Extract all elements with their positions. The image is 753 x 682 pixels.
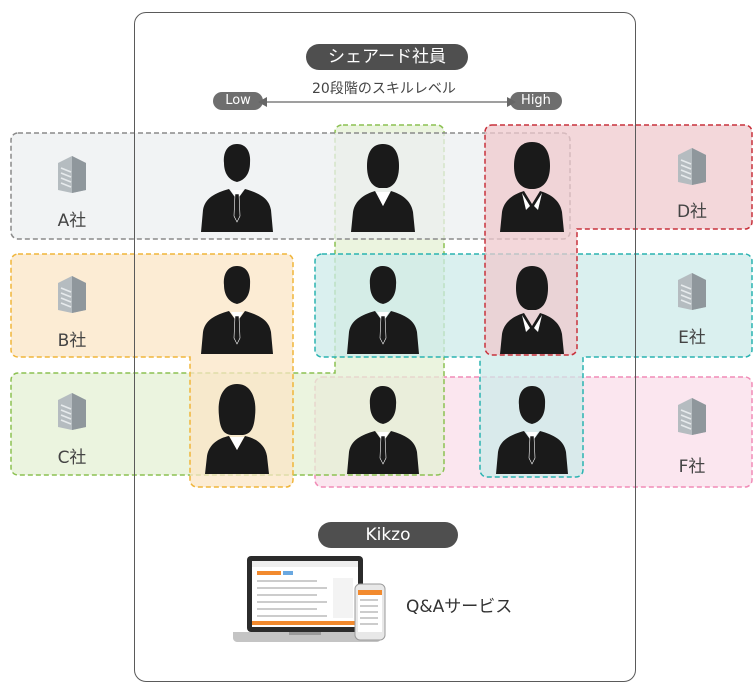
company-label-c: C社 — [57, 448, 87, 468]
man-silhouette-icon — [347, 266, 419, 354]
company-label-d: D社 — [676, 202, 708, 222]
building-icon-a — [58, 156, 86, 193]
woman-silhouette-icon — [205, 384, 269, 474]
qa-service-label: Q&Aサービス — [406, 597, 513, 617]
kikzo-title: Kikzo — [318, 522, 458, 548]
building-icon-b — [58, 276, 86, 313]
building-icon-f — [678, 398, 706, 435]
company-label-f: F社 — [678, 457, 706, 477]
company-label-e: E社 — [678, 328, 706, 348]
man-silhouette-icon — [496, 386, 568, 474]
woman-silhouette-icon — [500, 142, 564, 232]
man-silhouette-icon — [201, 144, 273, 232]
laptop-phone-illustration — [233, 556, 386, 642]
skill-level-caption: 20段階のスキルレベル — [312, 81, 456, 97]
man-silhouette-icon — [347, 386, 419, 474]
low-label: Low — [213, 92, 263, 110]
building-icon-d — [678, 148, 706, 185]
skill-arrow — [258, 97, 516, 107]
high-label: High — [510, 92, 562, 110]
group-e — [314, 253, 753, 478]
company-label-a: A社 — [57, 211, 87, 231]
building-icon-e — [678, 273, 706, 310]
building-icon-c — [58, 393, 86, 430]
man-silhouette-icon — [201, 266, 273, 354]
shared-employee-title: シェアード社員 — [306, 44, 468, 70]
woman-silhouette-icon — [351, 144, 415, 232]
company-label-b: B社 — [57, 331, 87, 351]
company-groups — [10, 124, 753, 488]
woman-silhouette-icon — [500, 266, 564, 354]
